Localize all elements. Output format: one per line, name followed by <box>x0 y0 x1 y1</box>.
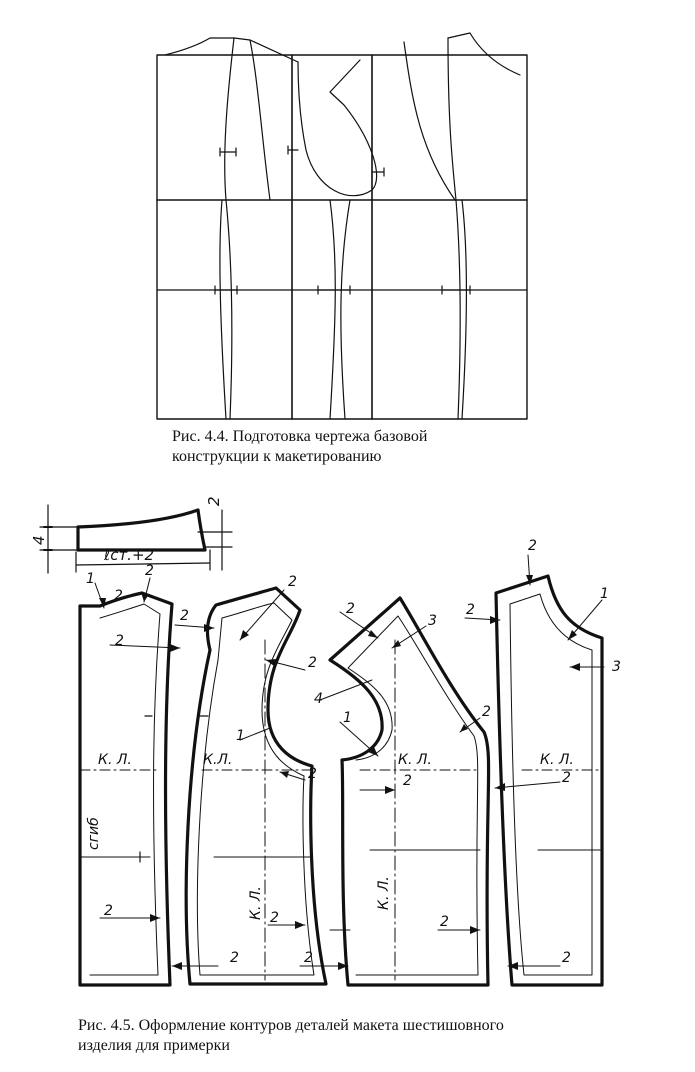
label-1-side-front: 1 <box>343 710 352 726</box>
label-2-front-hem: 2 <box>562 950 571 966</box>
fig45-arrowheads <box>99 575 580 970</box>
label-2-side-back-side: 2 <box>308 766 317 782</box>
label-kl-side-back-vertical: К. Л. <box>248 886 264 920</box>
label-4-side-front: 4 <box>314 691 323 707</box>
label-2-front-left: 2 <box>466 602 475 618</box>
label-2-back-neck: 2 <box>145 563 154 579</box>
label-2-front-top: 2 <box>528 538 537 554</box>
figure-caption-4-4: Рис. 4.4. Подготовка чертежа базовой кон… <box>172 427 592 467</box>
label-kl-back: К. Л. <box>98 752 132 768</box>
fig45-labels: 4 2 ℓст.+2 1 2 2 2 2 2 2 1 2 2 3 4 1 2 2… <box>30 496 621 966</box>
label-kl-side-front: К. Л. <box>398 752 432 768</box>
label-3-side-front: 3 <box>428 613 437 629</box>
label-kl-side-back: К.Л. <box>203 752 232 768</box>
label-2-back-shoulder: 2 <box>114 588 123 604</box>
fig44-contours <box>164 32 521 420</box>
fig45-collar <box>39 504 233 574</box>
label-2-side-back-left: 2 <box>180 608 189 624</box>
label-2-back-bottom: 2 <box>104 903 113 919</box>
label-1-front: 1 <box>600 586 609 602</box>
caption-4-4-line1: Рис. 4.4. Подготовка чертежа базовой <box>172 428 428 445</box>
label-1-side-back: 1 <box>236 728 245 744</box>
figure-caption-4-5: Рис. 4.5. Оформление контуров деталей ма… <box>78 1016 678 1056</box>
collar-right-label: 2 <box>205 496 223 506</box>
label-2-side-front-top: 2 <box>346 601 355 617</box>
collar-length-label: ℓст.+2 <box>103 546 154 564</box>
fig45-side-front-piece <box>328 596 491 987</box>
label-2-side-back-bottom: 2 <box>270 910 279 926</box>
label-2-side-front-right: 2 <box>482 704 491 720</box>
caption-4-4-line2: конструкции к макетированию <box>172 448 382 465</box>
fig45-front-piece <box>494 574 604 987</box>
label-2-side-front-side: 2 <box>403 773 412 789</box>
label-1-back: 1 <box>86 571 95 587</box>
fig45-back-piece <box>78 591 174 987</box>
caption-4-5-line1: Рис. 4.5. Оформление контуров деталей ма… <box>78 1017 504 1034</box>
label-2-side-back-top: 2 <box>288 574 297 590</box>
label-2-front-side: 2 <box>562 770 571 786</box>
label-kl-side-front-vertical: К. Л. <box>376 876 392 910</box>
label-2-side-back-armhole: 2 <box>308 655 317 671</box>
label-2-side-front-bottom: 2 <box>440 914 449 930</box>
label-3-front: 3 <box>612 659 621 675</box>
caption-4-5-line2: изделия для примерки <box>78 1037 230 1054</box>
fig45-side-back-piece <box>184 586 328 986</box>
label-fold: сгиб <box>86 817 102 850</box>
label-2-side-front-hem: 2 <box>304 950 313 966</box>
label-kl-front: К. Л. <box>540 752 574 768</box>
collar-height-label: 4 <box>30 535 48 545</box>
label-2-side-back-hem: 2 <box>230 950 239 966</box>
label-2-back-armhole: 2 <box>115 633 124 649</box>
